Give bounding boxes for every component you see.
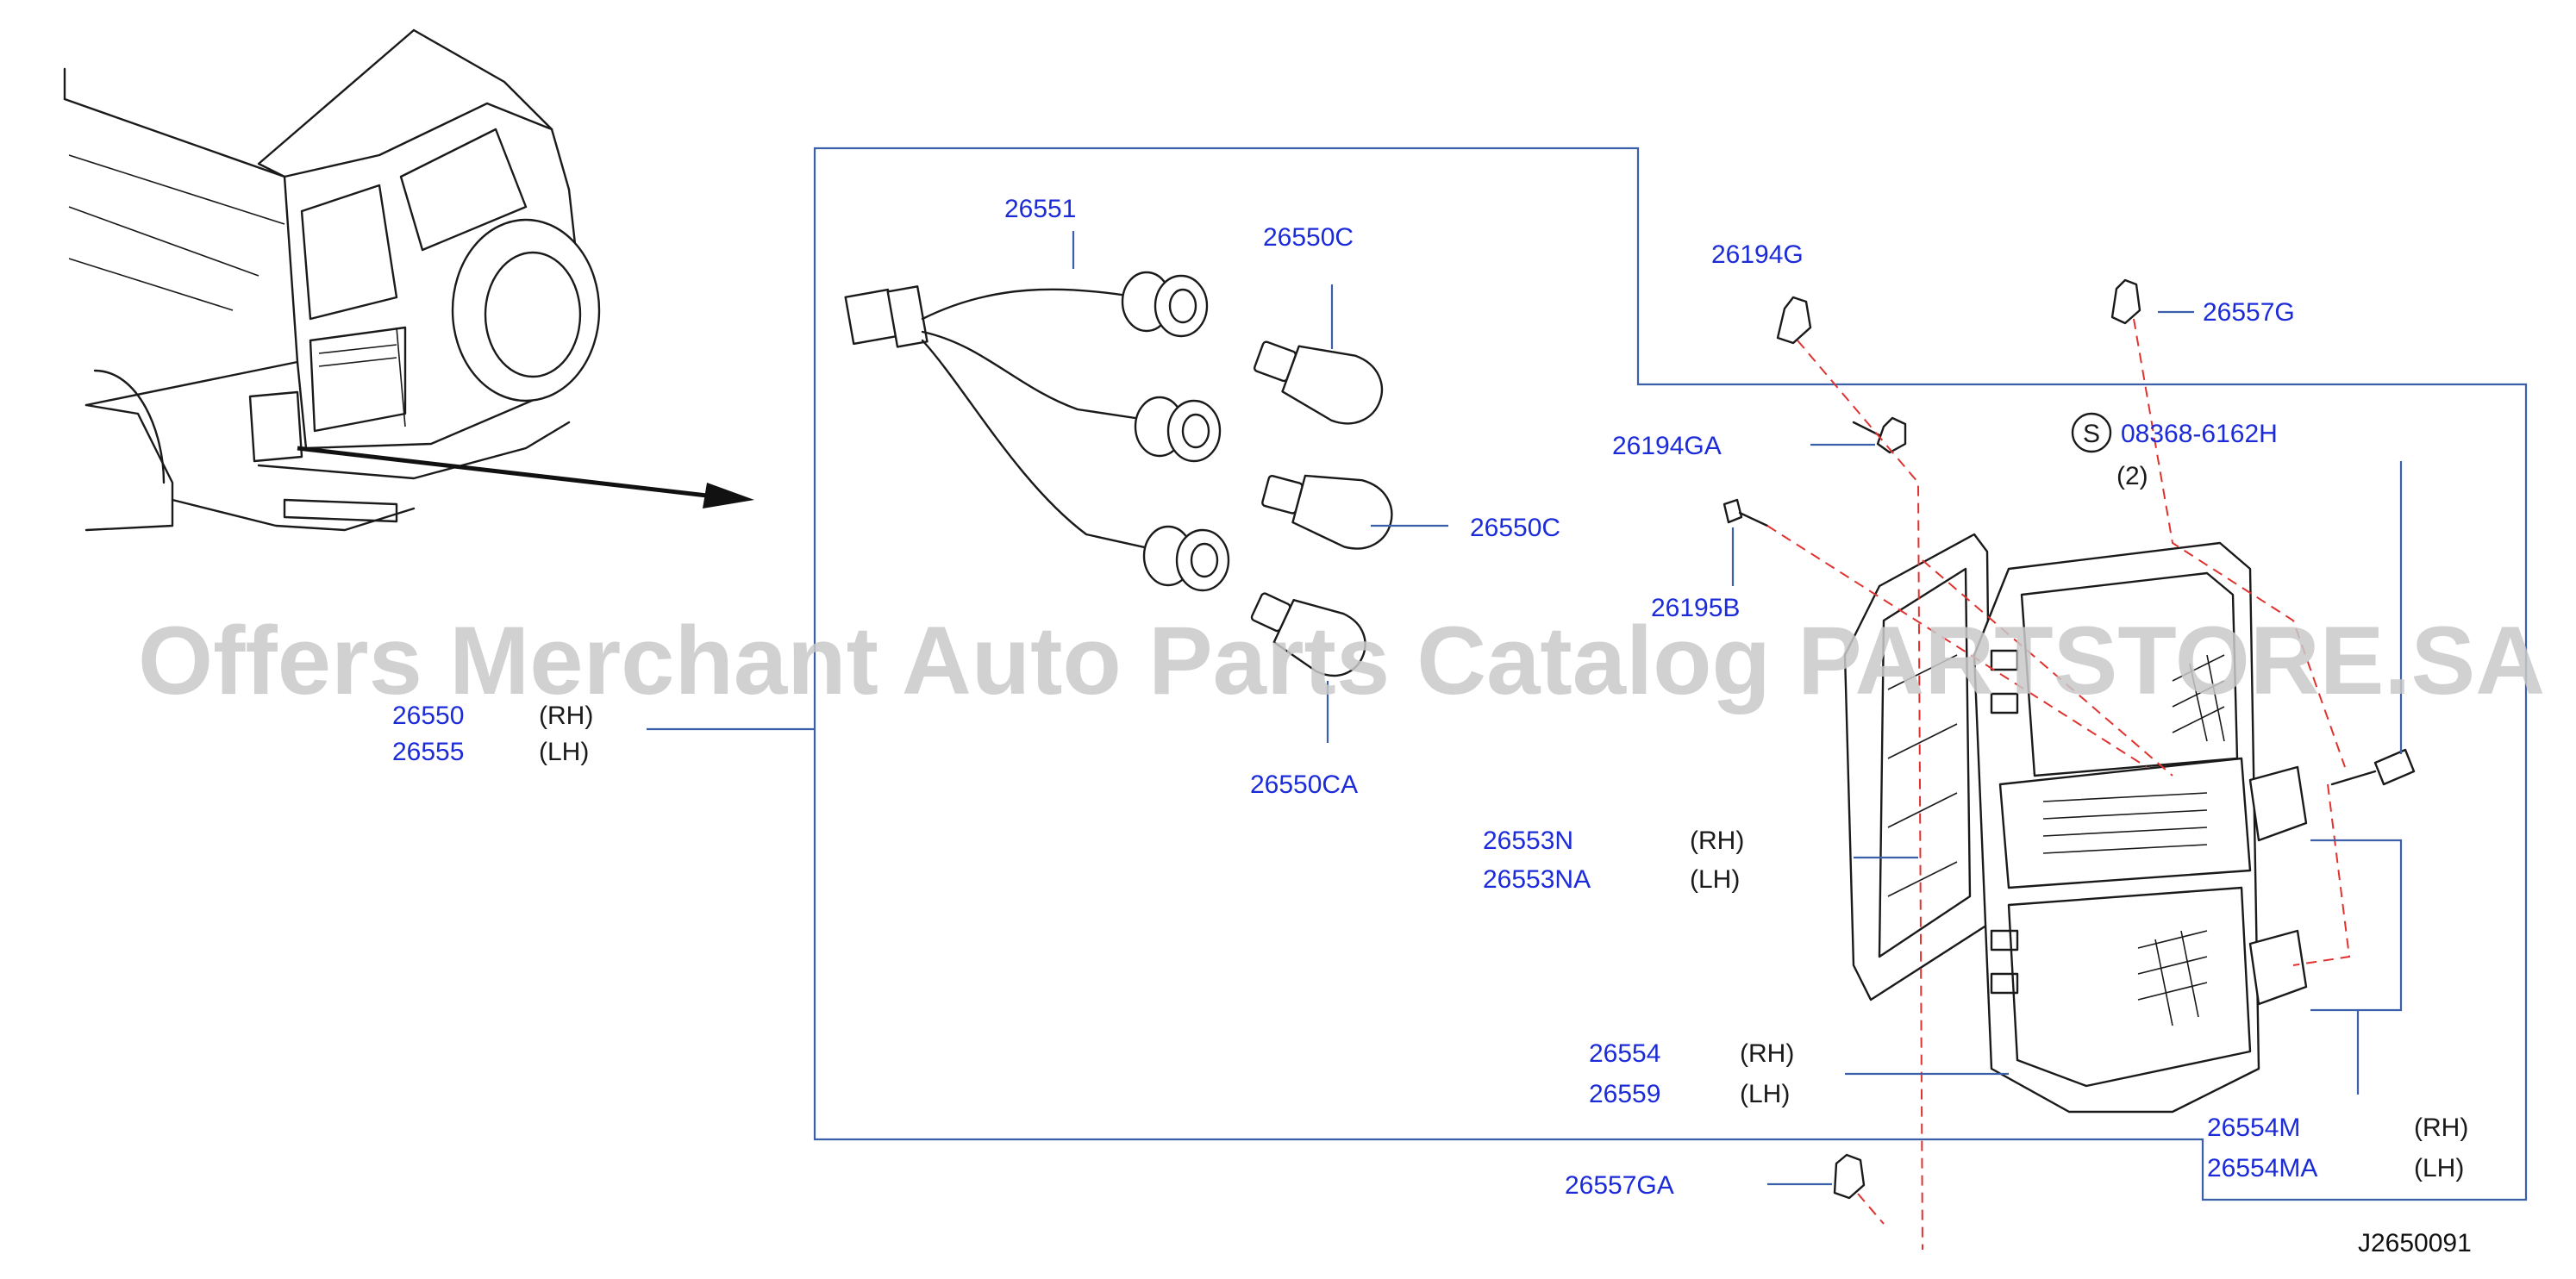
part-label-26550c-mid[interactable]: 26550C bbox=[1470, 514, 1560, 542]
leader-26554m-bracket bbox=[2310, 839, 2403, 1012]
part-label-26557g[interactable]: 26557G bbox=[2203, 298, 2295, 327]
socket-harness-illustration bbox=[844, 271, 1230, 592]
quantity-08368: (2) bbox=[2116, 462, 2148, 490]
part-label-26550ca[interactable]: 26550CA bbox=[1250, 771, 1358, 799]
part-label-26553na[interactable]: 26553NA bbox=[1483, 865, 1591, 894]
standard-part-mark bbox=[2071, 412, 2112, 453]
part-label-26555[interactable]: 26555 bbox=[392, 738, 464, 766]
part-label-26557ga[interactable]: 26557GA bbox=[1565, 1171, 1674, 1200]
vehicle-rear-illustration bbox=[63, 28, 754, 532]
bulb-illustrations bbox=[1250, 340, 1393, 677]
side-lh-26555: (LH) bbox=[539, 738, 589, 766]
diagram-code: J2650091 bbox=[2358, 1229, 2472, 1257]
part-label-26559[interactable]: 26559 bbox=[1589, 1080, 1660, 1108]
part-label-26553n[interactable]: 26553N bbox=[1483, 827, 1573, 855]
part-label-26554ma[interactable]: 26554MA bbox=[2207, 1154, 2317, 1182]
part-label-26550[interactable]: 26550 bbox=[392, 702, 464, 730]
watermark: Offers Merchant Auto Parts Catalog PARTS… bbox=[138, 607, 2545, 714]
part-label-26551[interactable]: 26551 bbox=[1004, 195, 1076, 223]
installation-guides bbox=[1766, 318, 2351, 1251]
assembly-frame bbox=[813, 147, 2528, 1201]
side-lh-26559: (LH) bbox=[1740, 1080, 1790, 1108]
side-rh-26554m: (RH) bbox=[2414, 1114, 2468, 1142]
part-label-26194g[interactable]: 26194G bbox=[1711, 240, 1804, 269]
part-label-26194ga[interactable]: 26194GA bbox=[1612, 432, 1722, 460]
side-rh-26553n: (RH) bbox=[1690, 827, 1744, 855]
side-rh-26550: (RH) bbox=[539, 702, 593, 730]
side-rh-26554: (RH) bbox=[1740, 1039, 1794, 1068]
side-lh-26553na: (LH) bbox=[1690, 865, 1740, 894]
standard-part-letter: S bbox=[2083, 420, 2100, 448]
part-label-26554m[interactable]: 26554M bbox=[2207, 1114, 2300, 1142]
part-label-26195b[interactable]: 26195B bbox=[1651, 594, 1740, 622]
side-lh-26554ma: (LH) bbox=[2414, 1154, 2464, 1182]
part-label-08368-6162h[interactable]: 08368-6162H bbox=[2121, 420, 2278, 448]
part-label-26554[interactable]: 26554 bbox=[1589, 1039, 1660, 1068]
lamp-assembly-illustration bbox=[1723, 278, 2416, 1200]
part-label-26550c-top[interactable]: 26550C bbox=[1263, 223, 1354, 252]
